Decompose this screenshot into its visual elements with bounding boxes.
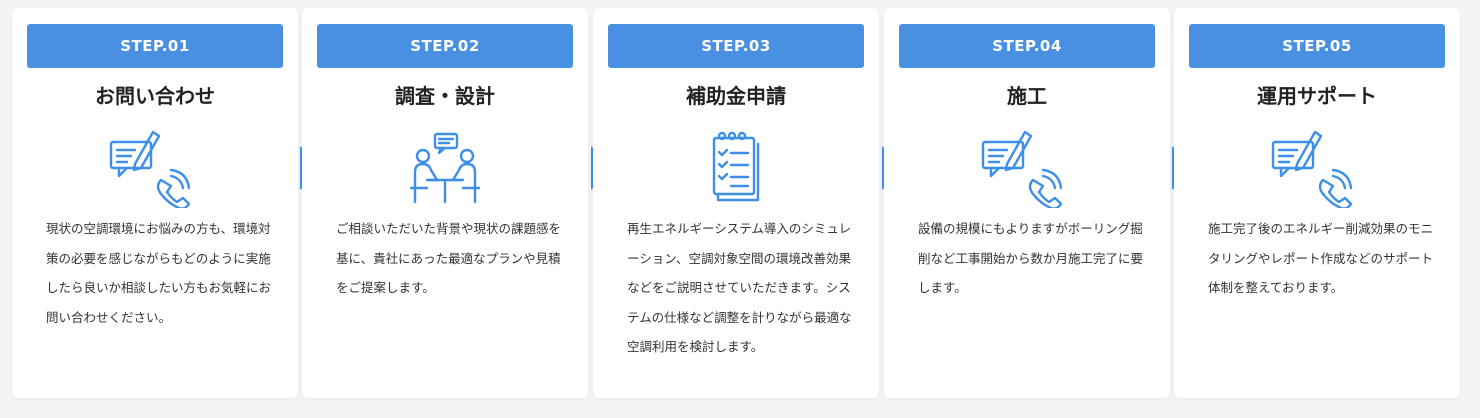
- clipboard-checklist-icon: [712, 131, 760, 202]
- chat-phone-icon: [981, 130, 1063, 208]
- step-card-2: STEP.02 調査・設計 ご相談いただいた背景や現状の課題感を基に、貴社にあっ…: [302, 8, 588, 398]
- step-description: 現状の空調環境にお悩みの方も、環境対策の必要を感じながらもどのように実施したら良…: [46, 221, 272, 325]
- chat-phone-icon: [1271, 130, 1353, 208]
- chat-phone-icon: [109, 130, 191, 208]
- meeting-icon: [409, 132, 481, 204]
- step-title: お問い合わせ: [95, 84, 215, 108]
- step-title: 運用サポート: [1257, 84, 1377, 108]
- step-title: 施工: [1007, 84, 1047, 108]
- step-badge: STEP.04: [899, 24, 1155, 68]
- step-badge: STEP.03: [608, 24, 864, 68]
- step-title: 調査・設計: [395, 84, 495, 108]
- step-description: ご相談いただいた背景や現状の課題感を基に、貴社にあった最適なプランや見積をご提案…: [336, 221, 562, 295]
- step-description: 再生エネルギーシステム導入のシミュレーション、空調対象空間の環境改善効果などをご…: [627, 221, 852, 354]
- step-card-4: STEP.04 施工 設備の規模にもよりますがボーリング掘削など工事開始から数か…: [884, 8, 1170, 398]
- step-description: 施工完了後のエネルギー削減効果のモニタリングやレポート作成などのサポート体制を整…: [1208, 221, 1434, 295]
- step-card-5: STEP.05 運用サポート 施工完了後のエネルギー削減効果のモニタリングやレポ…: [1174, 8, 1460, 398]
- step-card-3: STEP.03 補助金申請 再生エネルギーシステム導入のシミュレーション、空調対…: [593, 8, 879, 398]
- step-badge: STEP.01: [27, 24, 283, 68]
- step-title: 補助金申請: [686, 84, 786, 108]
- step-badge: STEP.05: [1189, 24, 1445, 68]
- step-description: 設備の規模にもよりますがボーリング掘削など工事開始から数か月施工完了に要します。: [918, 221, 1144, 295]
- step-card-1: STEP.01 お問い合わせ 現状の空調環境にお悩みの方も、環境対策の必要を感じ…: [12, 8, 298, 398]
- step-badge: STEP.02: [317, 24, 573, 68]
